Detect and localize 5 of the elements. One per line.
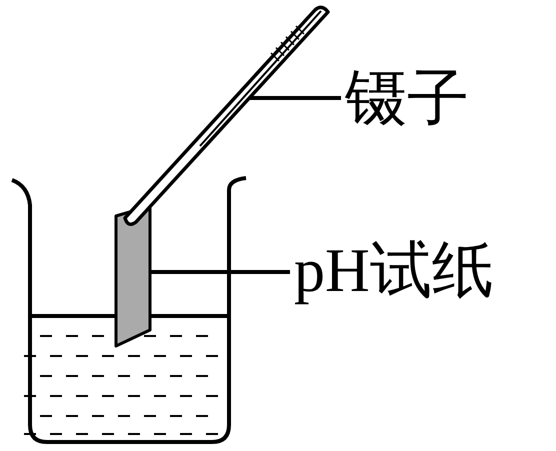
leader-line — [150, 270, 290, 274]
tweezers-drawing — [123, 6, 330, 226]
part-label: 镊子 — [345, 64, 469, 134]
leader-line — [250, 96, 341, 100]
part-label: pH试纸 — [294, 236, 494, 306]
